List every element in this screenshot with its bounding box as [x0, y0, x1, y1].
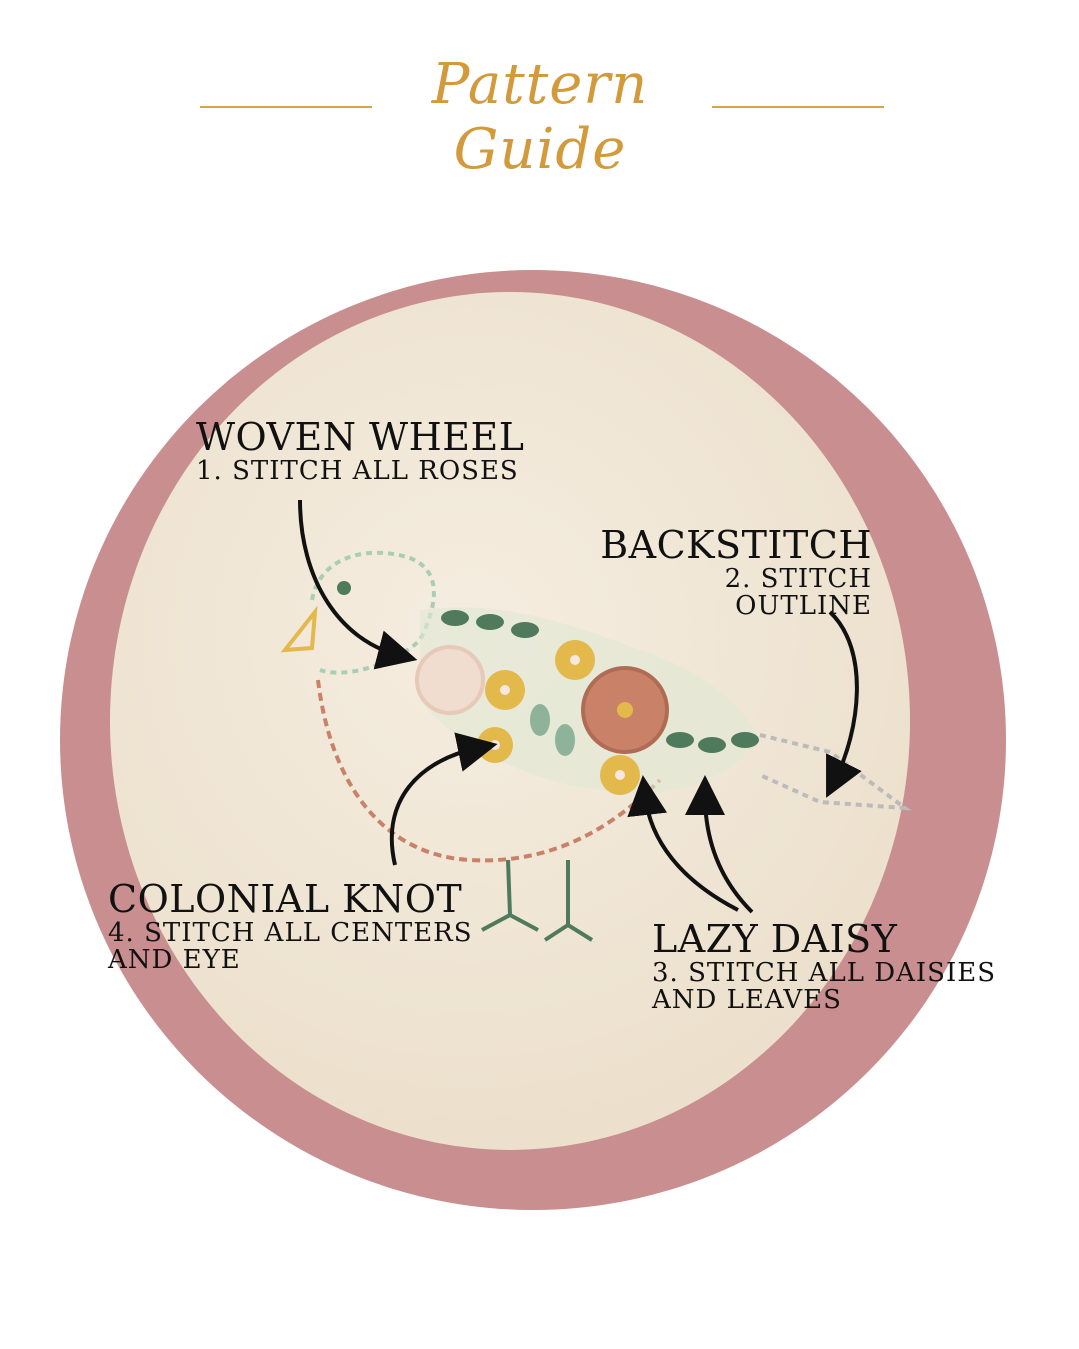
arrow-lazy-daisy-2	[685, 775, 754, 914]
label-heading: WOVEN WHEEL	[196, 415, 525, 459]
rose-center	[617, 702, 633, 718]
label-colonial-knot: COLONIAL KNOT 4. STITCH ALL CENTERS AND …	[108, 877, 473, 976]
label-step: 2. STITCH OUTLINE	[724, 563, 872, 622]
label-backstitch: BACKSTITCH 2. STITCH OUTLINE	[600, 523, 872, 622]
label-heading: LAZY DAISY	[652, 917, 898, 961]
arrow-woven-wheel	[298, 499, 418, 670]
arrow-colonial-knot	[389, 732, 498, 866]
arrow-lazy-daisy-1	[627, 775, 739, 912]
page-title: Pattern Guide	[431, 52, 649, 182]
title-rule-right	[712, 106, 884, 108]
label-heading: BACKSTITCH	[600, 523, 872, 567]
label-step: 1. STITCH ALL ROSES	[196, 455, 519, 486]
bird-body-outline	[316, 679, 662, 863]
bird-legs	[481, 859, 594, 942]
bird-tail-outline	[759, 733, 912, 811]
bird-head-outline	[310, 550, 436, 675]
label-lazy-daisy: LAZY DAISY 3. STITCH ALL DAISIES AND LEA…	[652, 917, 997, 1016]
bird-eye	[337, 581, 351, 595]
leaves	[441, 610, 759, 756]
label-woven-wheel: WOVEN WHEEL 1. STITCH ALL ROSES	[196, 415, 525, 486]
rose-white	[415, 645, 485, 715]
label-step-cont: AND LEAVES	[652, 985, 842, 1016]
arrow-backstitch	[826, 610, 862, 798]
label-step-cont: AND EYE	[108, 945, 241, 976]
label-heading: COLONIAL KNOT	[108, 877, 463, 921]
label-step: 4. STITCH ALL CENTERS	[108, 917, 473, 948]
label-step: 3. STITCH ALL DAISIES	[652, 957, 997, 988]
bird-beak	[280, 605, 318, 653]
title-rule-left	[200, 106, 372, 108]
